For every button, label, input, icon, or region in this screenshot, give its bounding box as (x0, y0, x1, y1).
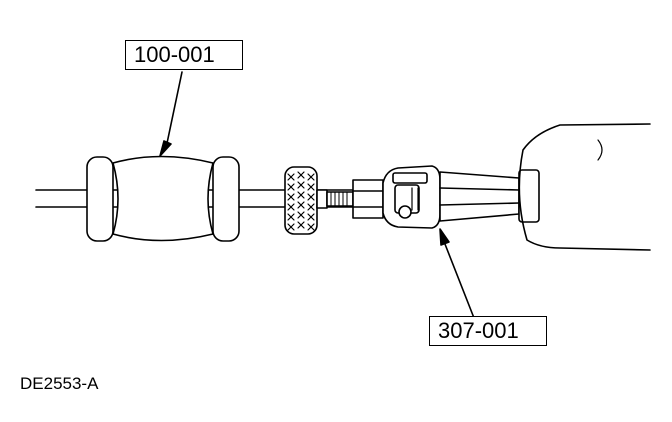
leader-100-001 (159, 71, 183, 157)
leader-307-001 (439, 228, 475, 319)
callout-100-001: 100-001 (125, 40, 243, 70)
hex-adapter (352, 179, 384, 219)
callout-307-001: 307-001 (429, 316, 547, 346)
figure-id: DE2553-A (20, 374, 99, 393)
tapered-barrel (439, 171, 520, 222)
axle-housing (518, 123, 651, 251)
knurled-knob (284, 166, 318, 235)
left-end-stop (86, 156, 114, 242)
handle-grip (112, 155, 214, 242)
collar (316, 189, 328, 209)
threaded-rod (326, 191, 354, 207)
remover-tool (382, 165, 441, 229)
right-end-stop (212, 156, 240, 242)
